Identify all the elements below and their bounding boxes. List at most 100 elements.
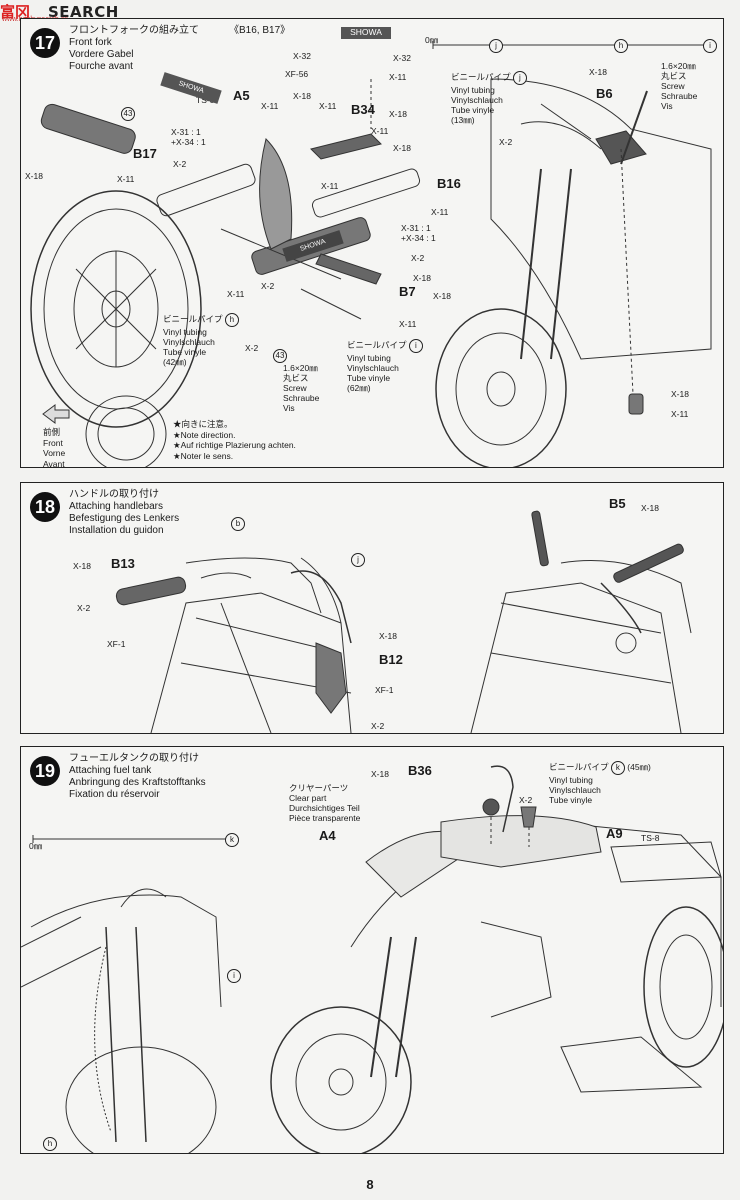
- front-jp: 前側: [43, 427, 61, 437]
- label-x11-e: X-11: [321, 181, 339, 191]
- label-x18-b5: X-18: [641, 503, 659, 513]
- step-18-title-en: Attaching handlebars: [69, 501, 163, 512]
- screw-main-jp: 丸ビス: [283, 373, 309, 383]
- vinyl-j-block: ビニールパイプ j Vinyl tubing Vinylschlauch Tub…: [451, 71, 527, 125]
- direction-note: ★向きに注意。 ★Note direction. ★Auf richtige P…: [173, 419, 296, 461]
- label-x2-d: X-2: [245, 343, 259, 353]
- note-fr: ★Noter le sens.: [173, 450, 234, 461]
- screw-top-en: Screw: [661, 81, 685, 91]
- label-x18-e: X-18: [413, 273, 431, 283]
- clear-part-block: クリヤーパーツ Clear part Durchsichtiges Teil P…: [289, 783, 360, 823]
- front-label: 前側 Front Vorne Avant: [43, 427, 65, 467]
- label-mix-b: X-31 : 1: [401, 223, 431, 233]
- clear-en: Clear part: [289, 793, 327, 803]
- step-17-illustration: [30, 41, 712, 467]
- marker-h: h: [614, 39, 628, 53]
- label-x11-d: X-11: [117, 174, 135, 184]
- vinyl-h-len: (42㎜): [163, 357, 187, 367]
- vinyl-h-en: Vinyl tubing: [163, 327, 207, 337]
- label-x18-18a: X-18: [73, 561, 91, 571]
- vinyl-j-jp: ビニールパイプ: [451, 72, 511, 82]
- label-x32-right: X-32: [393, 53, 411, 63]
- watermark-site: SEARCH: [48, 3, 119, 21]
- label-x11-b: X-11: [319, 101, 337, 111]
- label-mix2-b: +X-34 : 1: [401, 233, 436, 243]
- marker-43-b: 43: [273, 349, 287, 363]
- label-b17: B17: [133, 146, 157, 161]
- label-x11-h: X-11: [227, 289, 245, 299]
- step-17-title-jp: フロントフォークの組み立て: [69, 25, 199, 36]
- screw-top-size: 1.6×20㎜: [661, 61, 696, 71]
- screw-main-de: Schraube: [283, 393, 320, 403]
- label-x18-a: X-18: [293, 91, 311, 101]
- label-x18-19: X-18: [371, 769, 389, 779]
- vinyl-k-fr: Tube vinyle: [549, 795, 593, 805]
- label-x18-f: X-18: [671, 389, 689, 399]
- page-number: 8: [366, 1177, 374, 1192]
- label-b5: B5: [609, 496, 626, 511]
- step-17-scale-zero: 0㎜: [425, 35, 439, 45]
- vinyl-h-fr: Tube vinyle: [163, 347, 207, 357]
- vinyl-i-marker: i: [408, 339, 423, 353]
- label-xf1-a: XF-1: [107, 639, 126, 649]
- label-b34: B34: [351, 102, 375, 117]
- note-de: ★Auf richtige Plazierung achten.: [173, 440, 296, 450]
- label-x11-top: X-11: [389, 72, 407, 82]
- label-a5: A5: [233, 88, 250, 103]
- step-19-title-en: Attaching fuel tank: [69, 765, 152, 776]
- watermark-logo: 富冈: [0, 2, 31, 21]
- label-mix-a: X-31 : 1: [171, 127, 201, 137]
- vinyl-i-jp: ビニールパイプ: [347, 340, 407, 350]
- vinyl-k-jp: ビニールパイプ: [549, 762, 609, 772]
- label-b13: B13: [111, 556, 135, 571]
- label-xf56: XF-56: [285, 69, 309, 79]
- vinyl-h-jp: ビニールパイプ: [163, 314, 223, 324]
- label-ts8-19: TS-8: [641, 833, 660, 843]
- vinyl-k-len: (45㎜): [627, 762, 651, 772]
- screw-main-size: 1.6×20㎜: [283, 363, 318, 373]
- marker-43-a: 43: [121, 107, 135, 121]
- label-x2-c: X-2: [261, 281, 275, 291]
- marker-i-19: i: [227, 969, 241, 983]
- label-showa-top: SHOWA: [341, 27, 391, 39]
- note-jp: ★向きに注意。: [173, 419, 233, 429]
- label-x2-18a: X-2: [77, 603, 91, 613]
- marker-b: b: [231, 517, 245, 531]
- step-19-panel: 19 フューエルタンクの取り付け Attaching fuel tank Anb…: [20, 746, 724, 1154]
- label-x2-e: X-2: [499, 137, 513, 147]
- vinyl-i-block: ビニールパイプ i Vinyl tubing Vinylschlauch Tub…: [347, 339, 423, 393]
- label-b7: B7: [399, 284, 416, 299]
- front-arrow-icon: [42, 404, 70, 424]
- screw-main-block: 1.6×20㎜ 丸ビス Screw Schraube Vis: [283, 363, 319, 413]
- vinyl-h-marker: h: [224, 313, 239, 327]
- step-17-parts-header: 《B16, B17》: [229, 25, 291, 36]
- clear-fr: Pièce transparente: [289, 813, 361, 823]
- vinyl-h-de: Vinylschlauch: [163, 337, 215, 347]
- label-x11-a: X-11: [261, 101, 279, 111]
- label-a9: A9: [606, 826, 623, 841]
- screw-main-fr: Vis: [283, 403, 295, 413]
- label-b6: B6: [596, 86, 613, 101]
- vinyl-j-de: Vinylschlauch: [451, 95, 503, 105]
- label-a4: A4: [319, 828, 336, 843]
- step-17-title-fr: Fourche avant: [69, 61, 133, 72]
- step-19-titles: フューエルタンクの取り付け Attaching fuel tank Anbrin…: [69, 753, 206, 801]
- vinyl-k-marker: k: [610, 761, 625, 775]
- label-x2-18b: X-2: [371, 721, 385, 731]
- label-x2-a: X-2: [173, 159, 187, 169]
- step-18-panel: 18 ハンドルの取り付け Attaching handlebars Befest…: [20, 482, 724, 734]
- marker-k-scale: k: [225, 833, 239, 847]
- label-x2-19: X-2: [519, 795, 533, 805]
- label-xf1-b: XF-1: [375, 685, 394, 695]
- vinyl-k-en: Vinyl tubing: [549, 775, 593, 785]
- clear-jp: クリヤーパーツ: [289, 783, 349, 793]
- vinyl-i-de: Vinylschlauch: [347, 363, 399, 373]
- label-mix2-a: +X-34 : 1: [171, 137, 206, 147]
- step-17-number: 17: [30, 28, 60, 58]
- step-18-titles: ハンドルの取り付け Attaching handlebars Befestigu…: [69, 489, 179, 537]
- vinyl-i-len: (62㎜): [347, 383, 371, 393]
- step-18-number: 18: [30, 492, 60, 522]
- label-x11-g: X-11: [399, 319, 417, 329]
- step-18-title-fr: Installation du guidon: [69, 525, 164, 536]
- label-x11-f: X-11: [431, 207, 449, 217]
